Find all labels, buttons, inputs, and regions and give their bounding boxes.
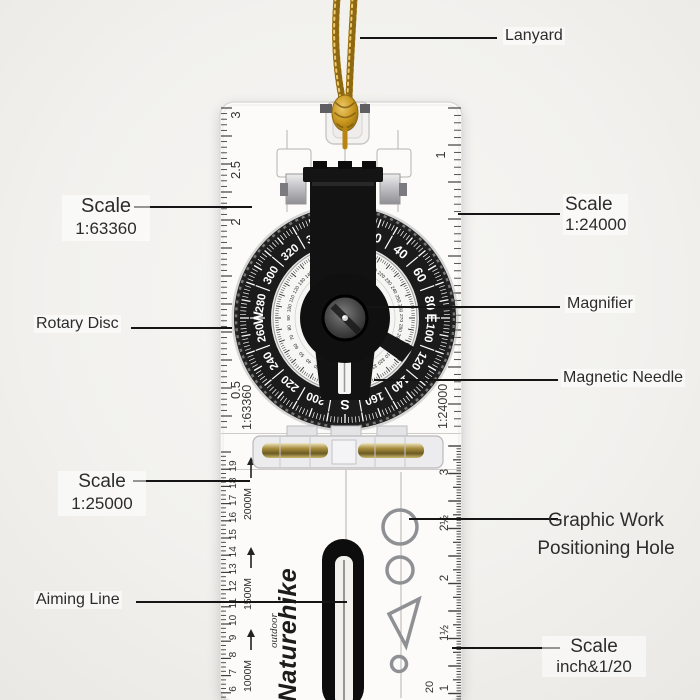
- scale-24000-label: Scale 1:24000: [563, 194, 629, 235]
- svg-text:240: 240: [389, 285, 398, 295]
- svg-text:250: 250: [393, 294, 401, 304]
- svg-text:110: 110: [288, 294, 296, 304]
- positioning-hole-triangle: [386, 595, 422, 651]
- aiming-line-leader-line: [136, 601, 347, 603]
- svg-text:140: 140: [304, 270, 314, 280]
- scale-inch-label: Scale inch&1/20: [542, 636, 646, 677]
- svg-text:100: 100: [421, 322, 436, 343]
- svg-text:40: 40: [305, 357, 313, 365]
- svg-text:6: 6: [228, 686, 239, 692]
- svg-text:1: 1: [439, 685, 451, 691]
- svg-text:80: 80: [422, 295, 439, 312]
- clamp-tab-left: [320, 104, 332, 113]
- graphic-work-positioning-holes: [381, 508, 422, 674]
- svg-text:270: 270: [398, 314, 404, 322]
- clamp-tab-right: [360, 104, 370, 113]
- svg-text:220: 220: [376, 270, 386, 280]
- svg-text:100: 100: [286, 303, 293, 312]
- svg-text:19: 19: [228, 460, 239, 472]
- scale-25000-leader-line: [133, 480, 250, 482]
- ruler-scale-63360: 1:63360: [240, 385, 254, 430]
- svg-text:50: 50: [298, 350, 306, 358]
- svg-text:130: 130: [297, 277, 307, 287]
- svg-text:0.5: 0.5: [228, 381, 243, 399]
- magnifier-label: Magnifier: [565, 295, 635, 313]
- svg-text:1500M: 1500M: [242, 578, 254, 610]
- svg-text:2.5: 2.5: [228, 161, 243, 179]
- svg-text:18: 18: [228, 477, 239, 489]
- svg-text:30: 30: [313, 362, 321, 370]
- svg-text:2: 2: [439, 575, 451, 581]
- positioning-hole-dot: [389, 654, 409, 674]
- brand-logo: Naturehike: [274, 568, 302, 700]
- brand-prefix: outdoor: [268, 612, 280, 648]
- svg-text:9: 9: [228, 634, 239, 640]
- svg-text:330: 330: [368, 362, 378, 371]
- svg-text:2000M: 2000M: [242, 488, 254, 520]
- lanyard-cord: [331, 0, 359, 150]
- rotary-disc-leader-line: [131, 327, 232, 329]
- ruler-ticks: [221, 107, 461, 700]
- svg-text:12: 12: [228, 580, 239, 592]
- aiming-line-label: Aiming Line: [34, 591, 122, 609]
- scale-24000-leader-line: [458, 213, 560, 215]
- svg-text:13: 13: [228, 563, 239, 575]
- svg-text:1½: 1½: [439, 625, 451, 641]
- magnetic-needle-leader-line: [374, 379, 558, 381]
- svg-text:230: 230: [383, 277, 393, 287]
- svg-text:7: 7: [228, 669, 239, 675]
- svg-text:260: 260: [254, 322, 269, 343]
- svg-text:8: 8: [228, 651, 239, 657]
- magnifier-leader-line: [367, 306, 560, 308]
- svg-text:14: 14: [228, 546, 239, 558]
- scale-63360-label: Scale 1:63360: [62, 195, 150, 241]
- magnetic-needle-label: Magnetic Needle: [561, 369, 686, 387]
- scale-25000-label: Scale 1:25000: [58, 471, 146, 516]
- svg-text:80: 80: [286, 324, 293, 331]
- svg-text:1000M: 1000M: [242, 660, 254, 692]
- svg-text:17: 17: [228, 494, 239, 506]
- svg-text:260: 260: [396, 304, 403, 313]
- svg-text:90: 90: [286, 315, 292, 321]
- ruler-scale-24000: 1:24000: [436, 384, 450, 429]
- folding-hinge: [252, 425, 444, 469]
- hinge-pin-left: [262, 443, 328, 458]
- svg-text:10: 10: [228, 614, 239, 626]
- svg-text:20: 20: [424, 681, 436, 693]
- svg-text:15: 15: [228, 529, 239, 541]
- hinge-pin-right: [358, 443, 424, 458]
- graphic-work-label: Graphic Work Positioning Hole: [537, 510, 675, 559]
- svg-text:2: 2: [228, 218, 243, 225]
- scale-63360-leader-line: [134, 206, 252, 208]
- svg-text:280: 280: [396, 323, 403, 332]
- svg-text:120: 120: [292, 285, 301, 295]
- svg-text:3: 3: [439, 469, 451, 475]
- positioning-hole-small-circle: [385, 555, 415, 585]
- positioning-hole-large-circle: [381, 508, 419, 546]
- svg-text:60: 60: [292, 342, 300, 350]
- svg-text:320: 320: [376, 356, 386, 366]
- svg-text:3: 3: [228, 111, 243, 118]
- lanyard-leader-line: [360, 37, 497, 39]
- graphic-work-leader-line: [409, 518, 558, 520]
- svg-text:16: 16: [228, 511, 239, 523]
- svg-text:70: 70: [289, 333, 297, 340]
- svg-text:1: 1: [433, 151, 448, 158]
- rotary-disc-label: Rotary Disc: [34, 315, 121, 333]
- svg-text:310: 310: [383, 349, 393, 359]
- svg-text:E: E: [424, 313, 440, 322]
- lower-plate-features: Naturehike outdoor: [268, 508, 422, 700]
- scale-inch-leader-line: [452, 647, 560, 649]
- svg-text:W: W: [250, 311, 266, 325]
- svg-text:S: S: [340, 397, 349, 413]
- svg-text:280: 280: [254, 293, 269, 314]
- lanyard-label: Lanyard: [503, 27, 565, 45]
- svg-text:290: 290: [393, 332, 401, 342]
- sight-arm: [280, 161, 407, 400]
- svg-text:60: 60: [410, 265, 430, 285]
